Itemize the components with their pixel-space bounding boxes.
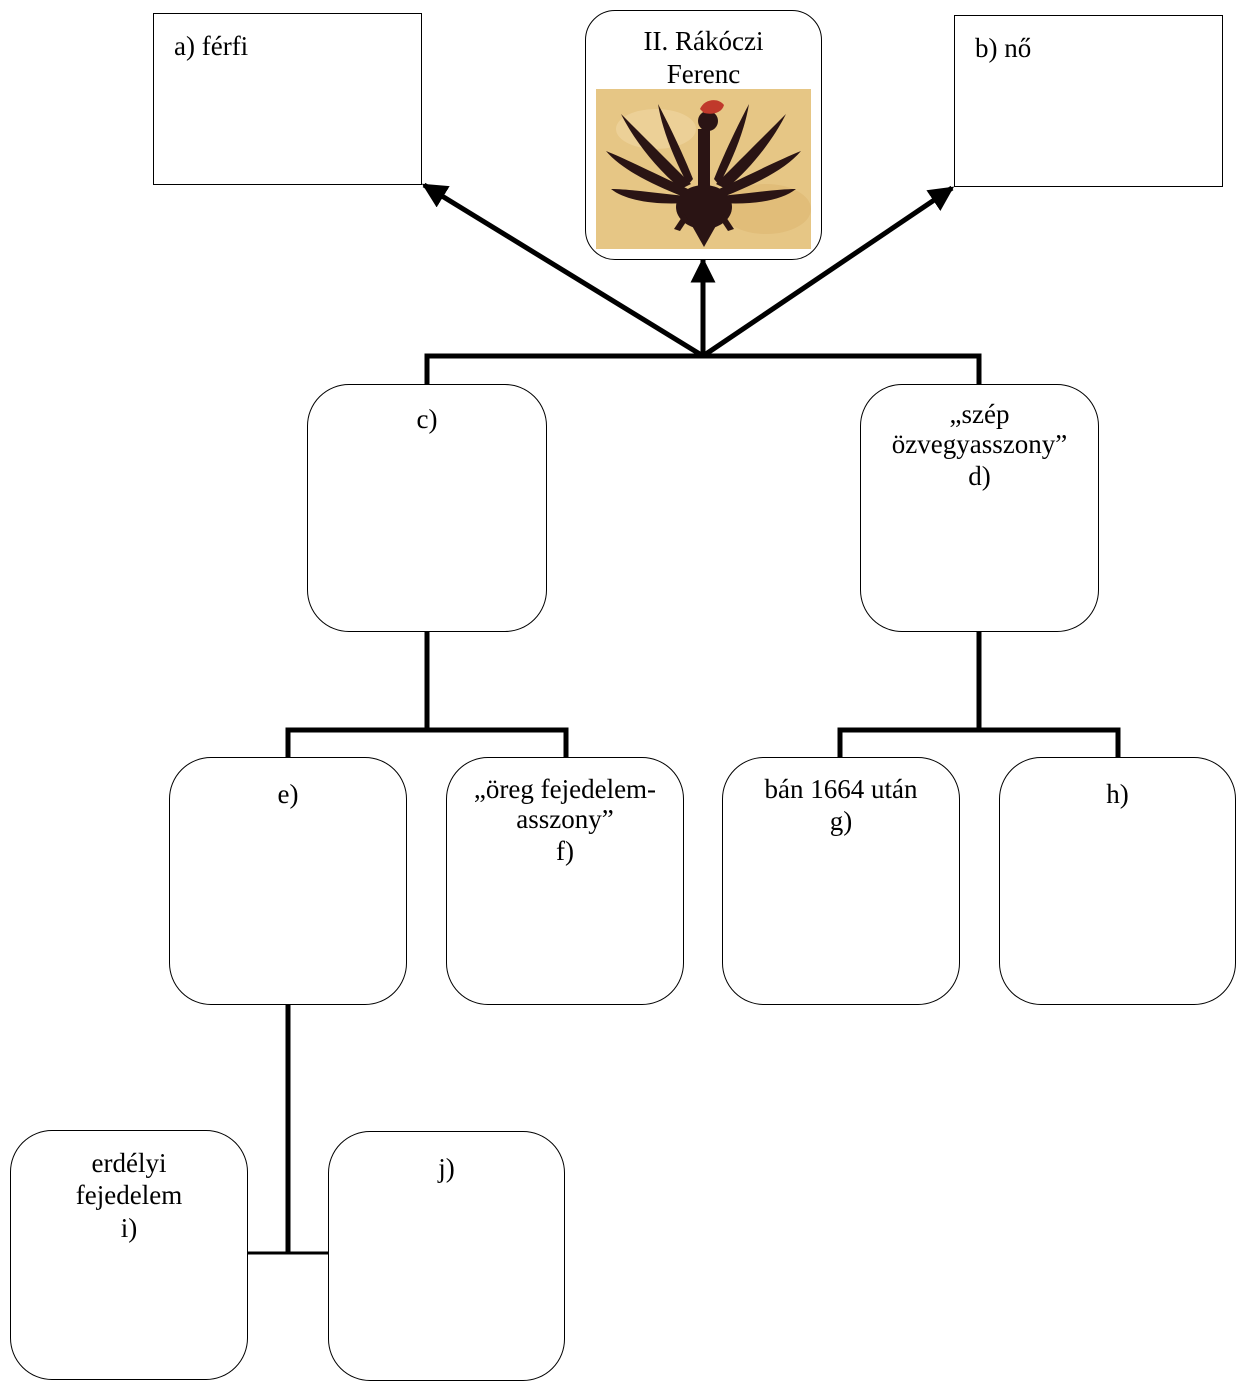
box-a-male: a) férfi [153, 13, 422, 185]
box-f-line2: asszony” [516, 804, 614, 834]
box-g-line1: bán 1664 után [764, 774, 918, 804]
arrow-to-a [421, 182, 705, 359]
box-c: c) [307, 384, 547, 632]
box-c-label: c) [416, 404, 438, 434]
box-j-label: j) [438, 1153, 455, 1183]
box-g-line2: g) [829, 806, 853, 836]
box-i-line3: i) [120, 1213, 138, 1243]
connector-e-f [285, 727, 569, 757]
box-d-line1: „szép [949, 399, 1010, 429]
box-j: j) [328, 1131, 565, 1381]
box-g: bán 1664 után g) [722, 757, 960, 1005]
box-f-line3: f) [556, 836, 574, 866]
box-b-female: b) nő [954, 15, 1223, 187]
box-e: e) [169, 757, 407, 1005]
box-top-line2: Ferenc [666, 59, 741, 89]
box-d-line3: d) [968, 461, 991, 491]
box-i-line1: erdélyi [91, 1148, 167, 1178]
box-top-line1: II. Rákóczi [643, 26, 764, 56]
rakoczi-eagle-icon [596, 89, 811, 249]
box-e-label: e) [277, 779, 299, 809]
box-h: h) [999, 757, 1236, 1005]
connector-g-h [837, 727, 1121, 757]
box-i: erdélyi fejedelem i) [10, 1130, 248, 1380]
box-h-label: h) [1106, 779, 1129, 809]
box-b-label: b) nő [975, 33, 1032, 63]
connector-c-d [424, 353, 982, 384]
box-i-line2: fejedelem [75, 1180, 183, 1210]
box-f: „öreg fejedelem- asszony” f) [446, 757, 684, 1005]
box-f-line1: „öreg fejedelem- [473, 774, 657, 804]
box-d-line2: özvegyasszony” [891, 429, 1068, 459]
box-d: „szép özvegyasszony” d) [860, 384, 1099, 632]
box-rakoczi-ferenc: II. Rákóczi Ferenc [585, 10, 822, 260]
box-a-label: a) férfi [174, 31, 249, 61]
arrow-to-b [701, 185, 955, 359]
